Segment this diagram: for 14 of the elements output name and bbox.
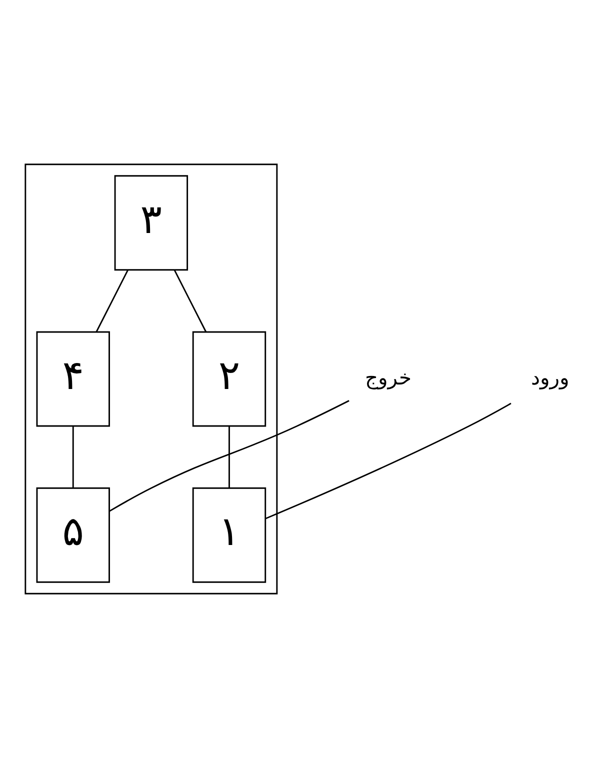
node-box: ۱: [192, 486, 266, 582]
node-text: ورود: [530, 364, 570, 389]
connector: [265, 402, 512, 519]
node-box: ۵: [36, 486, 110, 582]
connector: [109, 400, 350, 512]
connector: [96, 269, 129, 332]
connector: [72, 426, 74, 488]
connector: [228, 426, 230, 488]
node-box: ۳: [114, 174, 188, 270]
node-box: ۴: [36, 330, 110, 426]
connector: [174, 269, 207, 332]
node-text: خروج: [364, 364, 412, 389]
node-box: ۲: [192, 330, 266, 426]
cluster: [24, 163, 278, 594]
